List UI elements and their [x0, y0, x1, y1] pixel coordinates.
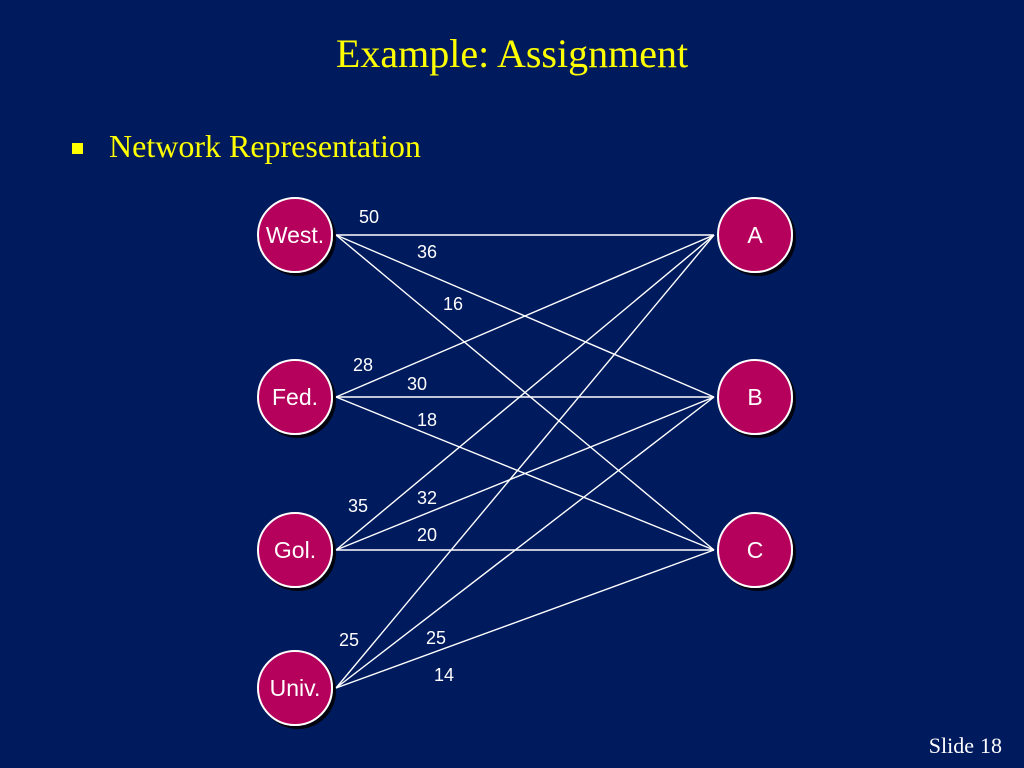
source-node-circle — [257, 197, 333, 273]
slide-number: 18 — [980, 733, 1002, 758]
source-node-univ: Univ. — [257, 650, 333, 726]
source-node-label: Gol. — [274, 537, 316, 563]
bullet-item: Network Representation — [72, 128, 421, 165]
nodes-layer: West. Fed. Gol. Univ. A B C — [257, 197, 793, 726]
edge-gol-b — [335, 396, 715, 551]
source-node-circle — [257, 650, 333, 726]
bullet-text: Network Representation — [109, 128, 421, 164]
source-node-label: West. — [266, 222, 324, 248]
destination-node-a: A — [717, 197, 793, 273]
source-node-fed: Fed. — [257, 359, 333, 435]
edge-cost-label-univ-a: 25 — [339, 630, 359, 650]
square-bullet-icon — [72, 143, 83, 154]
slide-label: Slide — [928, 733, 974, 758]
destination-node-circle — [717, 512, 793, 588]
source-node-west: West. — [257, 197, 333, 273]
destination-node-label: B — [747, 384, 762, 410]
edge-cost-label-gol-b: 32 — [417, 488, 437, 508]
source-node-label: Univ. — [270, 675, 321, 701]
destination-node-circle — [717, 359, 793, 435]
edge-cost-label-gol-a: 35 — [348, 496, 368, 516]
source-node-circle — [257, 359, 333, 435]
edge-cost-label-gol-c: 20 — [417, 525, 437, 545]
destination-node-b: B — [717, 359, 793, 435]
source-node-label: Fed. — [272, 384, 318, 410]
edge-univ-b — [335, 396, 715, 689]
edge-gol-a — [335, 234, 715, 551]
edge-labels-layer: 50 36 16 28 30 18 35 32 20 25 25 14 — [339, 207, 463, 685]
edge-cost-label-west-b: 36 — [417, 242, 437, 262]
edge-cost-label-univ-c: 14 — [434, 665, 454, 685]
edge-cost-label-fed-a: 28 — [353, 355, 373, 375]
edge-univ-c — [335, 549, 715, 689]
edge-cost-label-univ-b: 25 — [426, 628, 446, 648]
edge-cost-label-fed-b: 30 — [407, 374, 427, 394]
destination-node-label: A — [747, 222, 763, 248]
edge-fed-a — [335, 234, 715, 398]
source-node-circle — [257, 512, 333, 588]
edges-layer — [335, 234, 715, 689]
edge-cost-label-fed-c: 18 — [417, 410, 437, 430]
edge-univ-a — [335, 234, 715, 689]
slide-title: Example: Assignment — [335, 31, 689, 76]
destination-node-c: C — [717, 512, 793, 588]
destination-node-circle — [717, 197, 793, 273]
edge-cost-label-west-a: 50 — [359, 207, 379, 227]
source-node-gol: Gol. — [257, 512, 333, 588]
destination-node-label: C — [747, 537, 764, 563]
edge-cost-label-west-c: 16 — [443, 294, 463, 314]
